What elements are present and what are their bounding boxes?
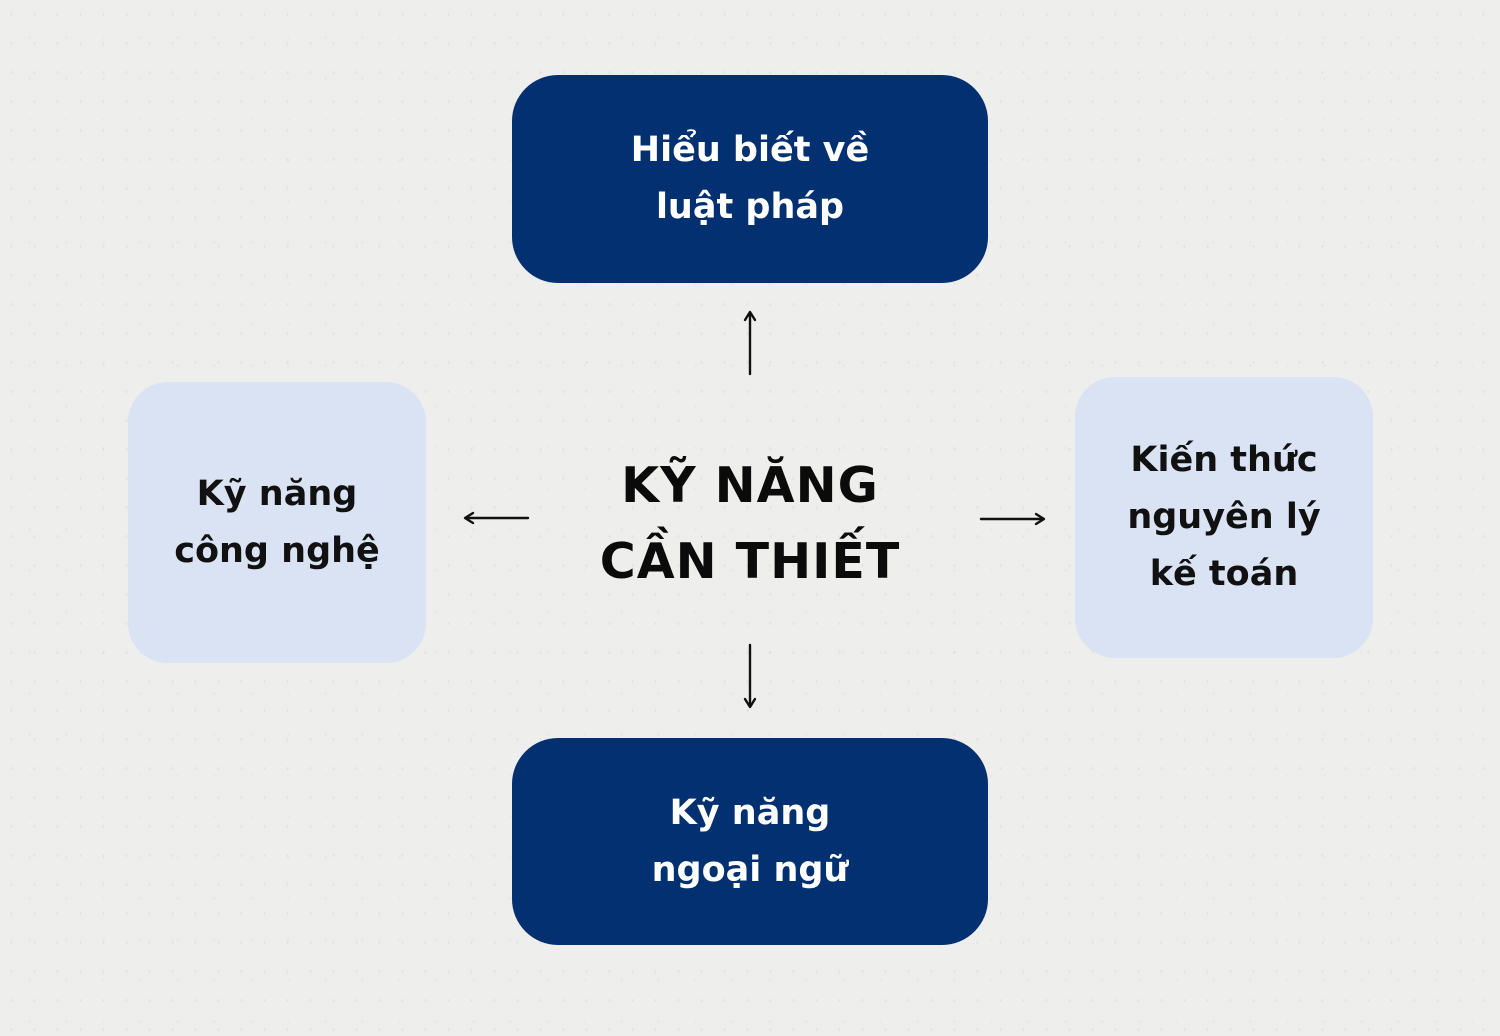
node-accounting-principles: Kiến thức nguyên lý kế toán (1075, 377, 1373, 658)
node-tech-skills: Kỹ năng công nghệ (128, 382, 426, 663)
arrow-right (979, 512, 1046, 526)
node-accounting-principles-label: Kiến thức nguyên lý kế toán (1127, 440, 1321, 594)
node-foreign-language-label: Kỹ năng ngoại ngữ (651, 792, 849, 890)
arrow-up (743, 310, 757, 376)
arrow-left (463, 511, 530, 525)
node-tech-skills-label: Kỹ năng công nghệ (174, 473, 380, 571)
node-legal-knowledge-label: Hiểu biết về luật pháp (630, 130, 870, 227)
node-legal-knowledge: Hiểu biết về luật pháp (512, 75, 988, 283)
center-title-text: KỸ NĂNG CẦN THIẾT (599, 457, 901, 590)
center-title: KỸ NĂNG CẦN THIẾT (560, 444, 940, 604)
arrow-down (743, 643, 757, 709)
node-foreign-language: Kỹ năng ngoại ngữ (512, 738, 988, 945)
